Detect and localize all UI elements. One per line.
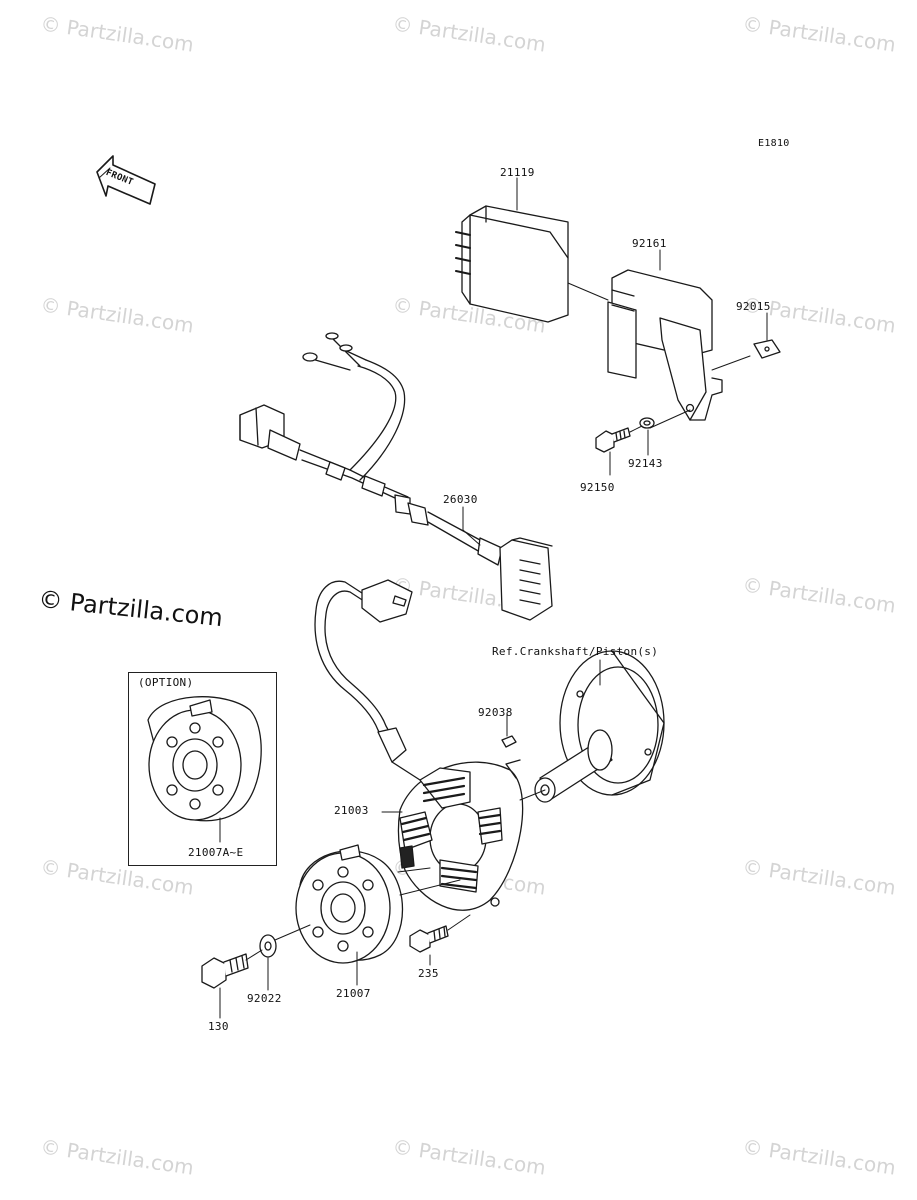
bolt-92150 xyxy=(595,427,631,453)
part-label-21119: 21119 xyxy=(500,166,535,179)
part-label-21007: 21007 xyxy=(336,987,371,1000)
stator-lead-wire xyxy=(314,579,421,781)
diagram-code: E1810 xyxy=(758,138,790,149)
part-label-92161: 92161 xyxy=(632,237,667,250)
washer-92022 xyxy=(259,934,277,958)
part-label-92143: 92143 xyxy=(628,457,663,470)
part-label-130: 130 xyxy=(208,1020,229,1033)
clip-92015 xyxy=(753,339,781,359)
part-label-92022: 92022 xyxy=(247,992,282,1005)
part-label-92038: 92038 xyxy=(478,706,513,719)
part-label-26030: 26030 xyxy=(443,493,478,506)
bolt-235 xyxy=(409,925,449,953)
option-label: (OPTION) xyxy=(138,676,194,689)
leader-lines xyxy=(219,177,768,1019)
optional-flywheel-21007a xyxy=(147,696,262,822)
crankshaft-reference-label: Ref.Crankshaft/Piston(s) xyxy=(492,645,659,658)
front-arrow-icon xyxy=(96,155,156,205)
woodruff-key-92038 xyxy=(501,735,521,779)
part-label-92150: 92150 xyxy=(580,481,615,494)
wiring-harness-26030 xyxy=(239,332,553,621)
part-label-21003: 21003 xyxy=(334,804,369,817)
part-label-92015: 92015 xyxy=(736,300,771,313)
collar-92143 xyxy=(639,417,655,429)
crankshaft-reference xyxy=(534,650,665,803)
bracket-92161 xyxy=(607,269,723,421)
part-label-21007a: 21007A~E xyxy=(188,846,244,859)
option-box xyxy=(128,672,277,866)
part-label-235: 235 xyxy=(418,967,439,980)
flywheel-21007 xyxy=(295,844,404,964)
cdi-unit-21119 xyxy=(455,205,569,323)
stator-21003 xyxy=(397,761,524,911)
bolt-130 xyxy=(201,953,249,989)
